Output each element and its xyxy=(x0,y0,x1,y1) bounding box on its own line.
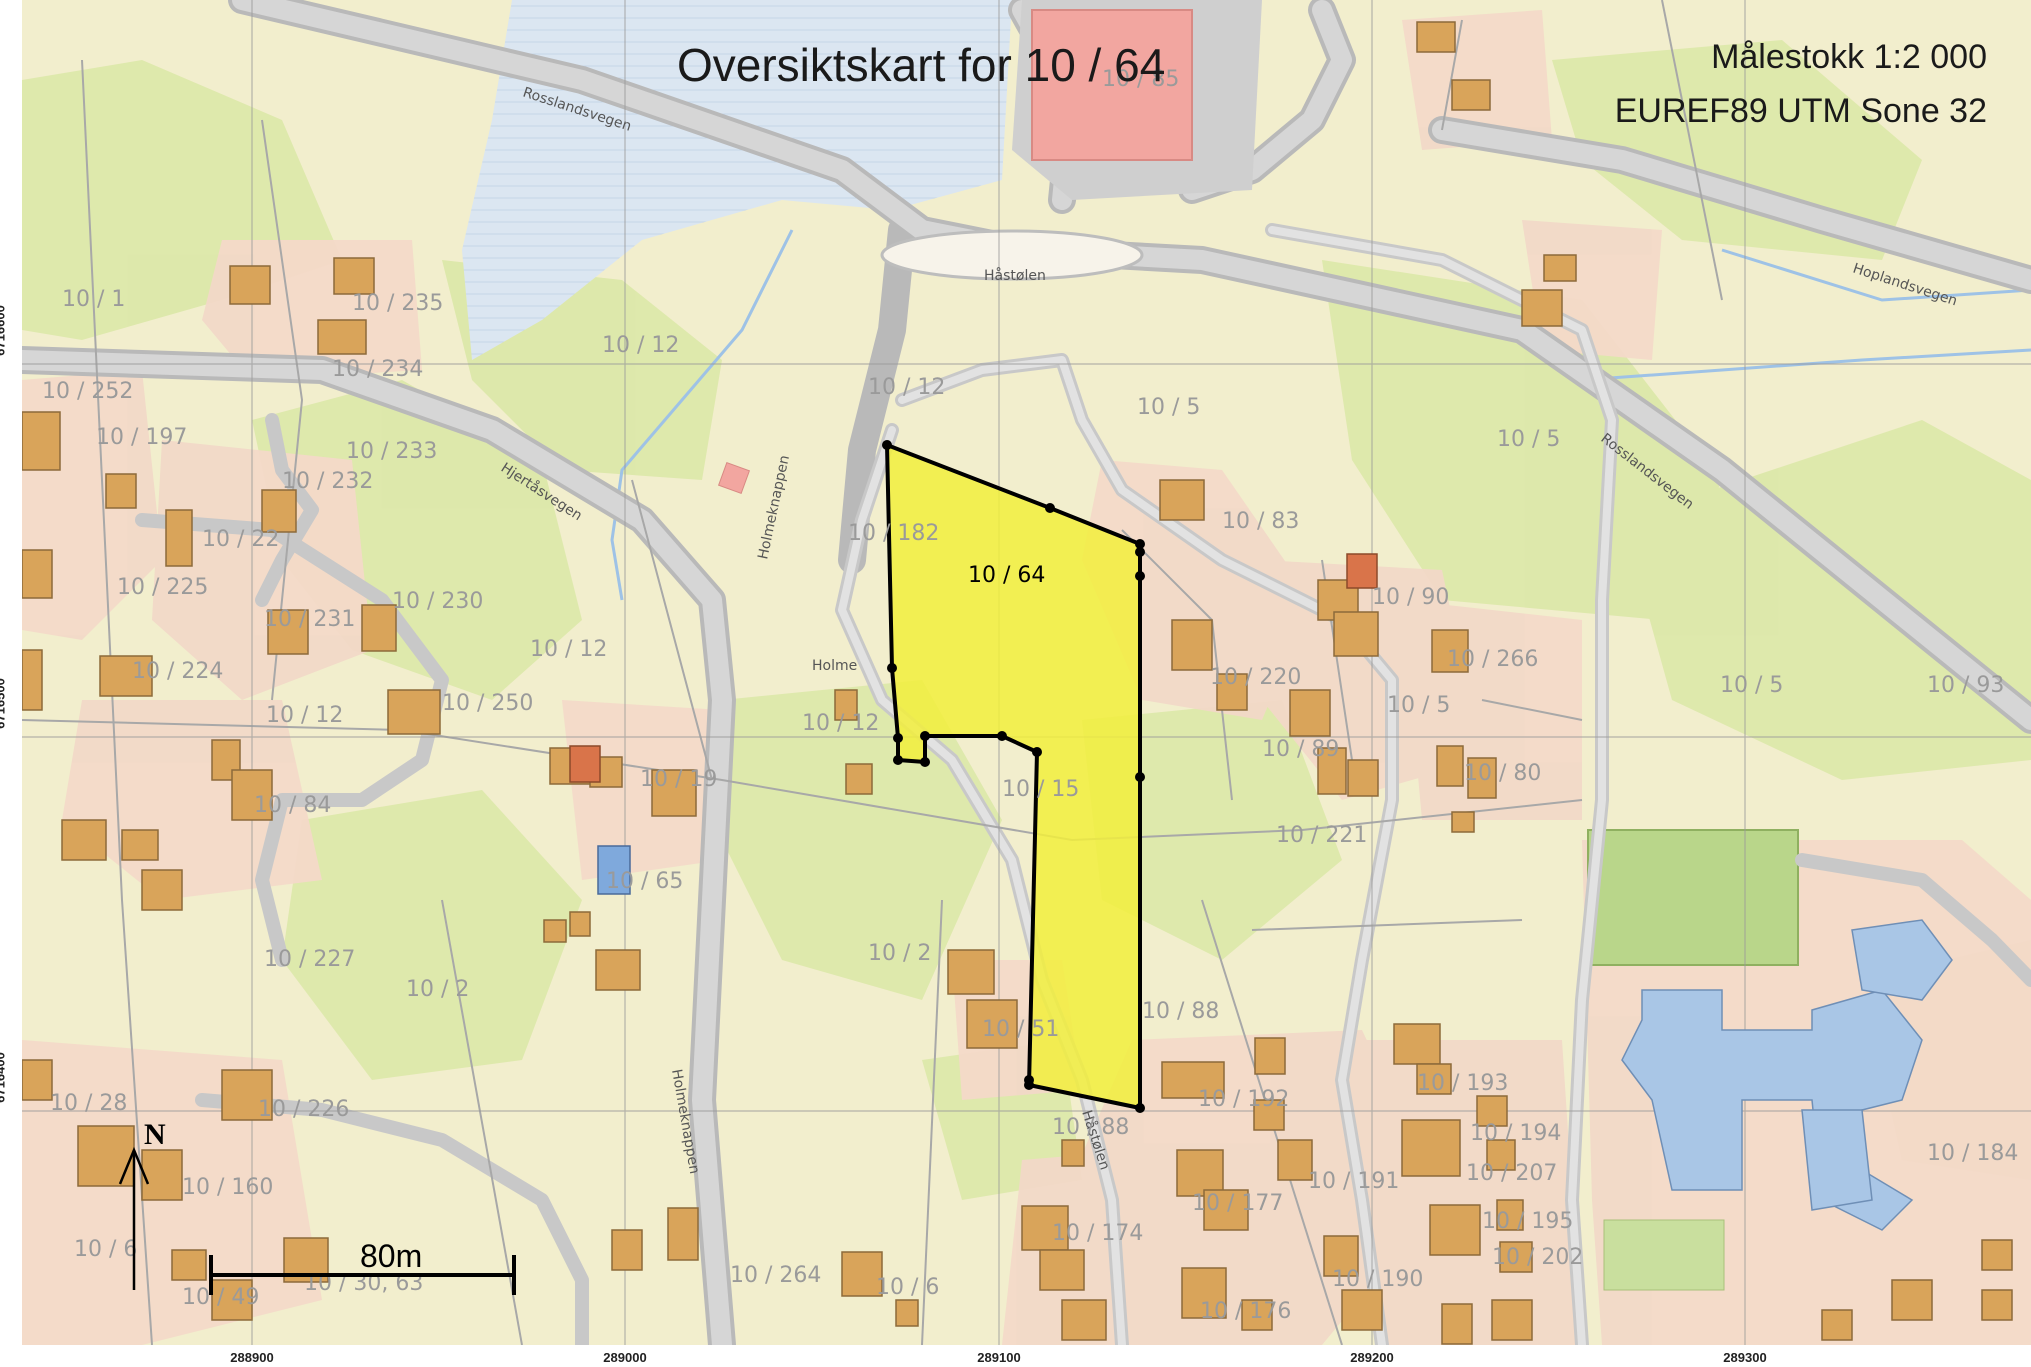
parcel-number: 10 / 225 xyxy=(117,575,208,600)
parcel-number: 10 / 227 xyxy=(264,947,355,972)
parcel-number: 10 / 80 xyxy=(1464,761,1541,786)
parcel-number-labels: 10 / 85 10 / 1 10 / 235 10 / 234 10 / 12… xyxy=(42,67,2018,1324)
northing-label: 6716400 xyxy=(0,1052,8,1103)
parcel-number: 10 / 266 xyxy=(1447,647,1538,672)
small-field xyxy=(1603,1219,1725,1291)
parcel-number: 10 / 51 xyxy=(982,1017,1059,1042)
northing-label: 6716600 xyxy=(0,305,8,356)
easting-label: 289100 xyxy=(977,1350,1021,1365)
parcel-number: 10 / 6 xyxy=(74,1237,137,1262)
parcel-vertices xyxy=(882,440,1145,1113)
parcel-number: 10 / 226 xyxy=(258,1097,349,1122)
parcel-number: 10 / 2 xyxy=(868,941,931,966)
parcel-number: 10 / 193 xyxy=(1417,1071,1508,1096)
parcel-number: 10 / 221 xyxy=(1276,823,1367,848)
parcel-number: 10 / 12 xyxy=(802,711,879,736)
easting-label: 289200 xyxy=(1350,1350,1394,1365)
blue-building xyxy=(597,845,631,895)
map-canvas[interactable]: Rosslandsvegen Håstølen Hoplandsvegen Hj… xyxy=(22,0,2031,1345)
parcel-number: 10 / 5 xyxy=(1387,693,1450,718)
sports-field xyxy=(1587,829,1799,966)
parcel-number: 10 / 207 xyxy=(1466,1161,1557,1186)
parcel-number: 10 / 184 xyxy=(1927,1141,2018,1166)
crs-text: EUREF89 UTM Sone 32 xyxy=(1614,92,1987,130)
parcel-number: 10 / 224 xyxy=(132,659,223,684)
parcel-number: 10 / 12 xyxy=(266,703,343,728)
parcel-number: 10 / 88 xyxy=(1142,999,1219,1024)
north-arrow xyxy=(118,1146,150,1290)
school-building xyxy=(1621,919,1953,1231)
parcel-number: 10 / 194 xyxy=(1470,1121,1561,1146)
parking-area xyxy=(880,0,1262,281)
parcel-number: 10 / 230 xyxy=(392,589,483,614)
parcel-number: 10 / 22 xyxy=(202,527,279,552)
scale-bar xyxy=(209,1255,516,1295)
parcel-number: 10 / 174 xyxy=(1052,1221,1143,1246)
parcel-number: 10 / 250 xyxy=(442,691,533,716)
parcel-number: 10 / 176 xyxy=(1200,1299,1291,1324)
parcel-number: 10 / 235 xyxy=(352,291,443,316)
easting-label: 289300 xyxy=(1723,1350,1767,1365)
parcel-number: 10 / 160 xyxy=(182,1175,273,1200)
map-title: Oversiktskart for 10 / 64 xyxy=(677,39,1166,91)
parcel-number: 10 / 252 xyxy=(42,379,133,404)
easting-label: 288900 xyxy=(230,1350,274,1365)
parcel-number: 10 / 84 xyxy=(254,793,331,818)
parcel-number: 10 / 5 xyxy=(1137,395,1200,420)
parcel-number: 10 / 2 xyxy=(406,977,469,1002)
parcel-number: 10 / 233 xyxy=(346,439,437,464)
parcel-number: 10 / 234 xyxy=(332,357,423,382)
red-building xyxy=(1346,553,1378,589)
streams xyxy=(610,229,2031,601)
parcel-number: 10 / 202 xyxy=(1492,1245,1583,1270)
parcel-number: 10 / 12 xyxy=(868,375,945,400)
parcel-number: 10 / 5 xyxy=(1497,427,1560,452)
north-label: N xyxy=(144,1118,166,1151)
scale-text: Målestokk 1:2 000 xyxy=(1711,38,1987,76)
map-frame[interactable]: Rosslandsvegen Håstølen Hoplandsvegen Hj… xyxy=(22,0,2031,1345)
parcel-number: 10 / 182 xyxy=(848,521,939,546)
parcel-number: 10 / 83 xyxy=(1222,509,1299,534)
parcel-number: 10 / 177 xyxy=(1192,1191,1283,1216)
parcel-number: 10 / 12 xyxy=(602,333,679,358)
parcel-number: 10 / 89 xyxy=(1262,737,1339,762)
parcel-number: 10 / 191 xyxy=(1308,1169,1399,1194)
place-label: Holme xyxy=(812,658,857,674)
parcel-number: 10 / 190 xyxy=(1332,1267,1423,1292)
parcel-number: 10 / 232 xyxy=(282,469,373,494)
parcel-number: 10 / 65 xyxy=(606,869,683,894)
parcel-number: 10 / 231 xyxy=(264,607,355,632)
parcel-number: 10 / 93 xyxy=(1927,673,2004,698)
parcel-number: 10 / 197 xyxy=(96,425,187,450)
parcel-number: 10 / 15 xyxy=(1002,777,1079,802)
parcel-number: 10 / 6 xyxy=(876,1275,939,1300)
parcel-number: 10 / 88 xyxy=(1052,1115,1129,1140)
parcel-number: 10 / 264 xyxy=(730,1263,821,1288)
parcel-number: 10 / 90 xyxy=(1372,585,1449,610)
parcel-number: 10 / 12 xyxy=(530,637,607,662)
pink-building xyxy=(717,461,751,495)
road-label: Håstølen xyxy=(984,267,1046,284)
parcel-number: 10 / 1 xyxy=(62,287,125,312)
parcel-number: 10 / 192 xyxy=(1198,1087,1289,1112)
easting-label: 289000 xyxy=(603,1350,647,1365)
parcel-number: 10 / 49 xyxy=(182,1285,259,1310)
northing-label: 6716500 xyxy=(0,678,8,729)
scale-bar-label: 80m xyxy=(360,1238,423,1274)
coordinate-grid xyxy=(22,0,2031,1345)
parcel-number: 10 / 85 xyxy=(1102,67,1179,92)
parcel-number: 10 / 5 xyxy=(1720,673,1783,698)
parcel-number: 10 / 195 xyxy=(1482,1209,1573,1234)
parcel-number: 10 / 19 xyxy=(640,767,717,792)
parcel-number: 10 / 220 xyxy=(1210,665,1301,690)
parcel-number: 10 / 28 xyxy=(50,1091,127,1116)
red-building xyxy=(569,745,601,783)
selected-parcel-label: 10 / 64 xyxy=(968,563,1045,588)
parcel-boundaries xyxy=(22,0,1723,1345)
